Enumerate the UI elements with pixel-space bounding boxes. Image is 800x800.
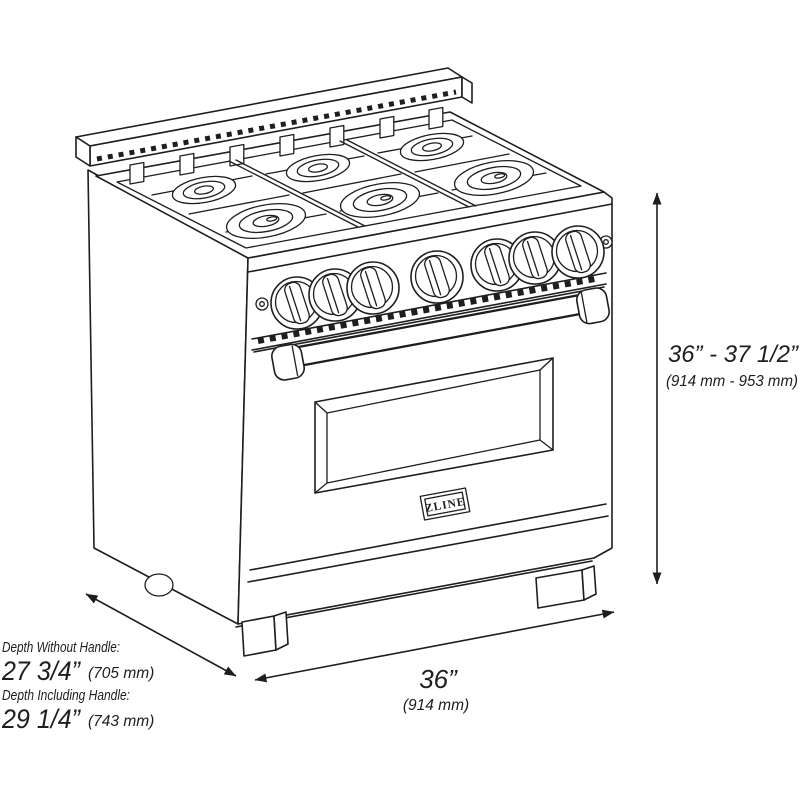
rear-foot (144, 573, 174, 597)
depth-without-handle-label: Depth Without Handle: (2, 640, 120, 656)
width-dimension: 36” (914 mm) (254, 609, 615, 714)
height-metric-value: (914 mm - 953 mm) (666, 373, 798, 390)
handle-endcap-right (575, 287, 610, 325)
depth-without-handle-imperial: 27 3/4” (1, 656, 81, 686)
front-leg-right (535, 565, 597, 609)
height-dimension: 36” - 37 1/2” (914 mm - 953 mm) (652, 192, 799, 585)
grate-post (379, 115, 395, 139)
height-imperial-value: 36” - 37 1/2” (668, 341, 799, 368)
cooktop (95, 106, 605, 259)
oven-window (314, 357, 554, 494)
grate-post (329, 124, 345, 148)
depth-dimension-arrow (85, 593, 237, 677)
depth-dimension: Depth Without Handle: 27 3/4” (705 mm) D… (1, 593, 237, 734)
oven-vent-strip (257, 275, 601, 344)
oven-door: ZLINE (249, 286, 610, 571)
depth-without-handle-metric: (705 mm) (88, 665, 154, 682)
handle-endcap-left (271, 343, 306, 381)
width-imperial-value: 36” (419, 664, 458, 694)
control-knob (346, 261, 400, 315)
width-metric-value: (914 mm) (403, 697, 469, 714)
grate-dividers (228, 139, 477, 228)
depth-including-handle-label: Depth Including Handle: (2, 688, 130, 704)
grate-post (179, 152, 195, 176)
depth-including-handle-metric: (743 mm) (88, 713, 154, 730)
control-panel (247, 203, 613, 351)
control-knob (551, 225, 605, 279)
backguard-rail (75, 67, 473, 167)
control-knob (410, 250, 464, 304)
oven-handle (271, 287, 610, 381)
range-illustration: ZLINE (75, 67, 613, 657)
zline-badge: ZLINE (419, 487, 471, 521)
grate-post (428, 106, 444, 130)
width-dimension-arrow (254, 609, 615, 683)
grate-post (129, 161, 145, 185)
grate-post (279, 133, 295, 157)
depth-including-handle-imperial: 29 1/4” (1, 704, 81, 734)
cooktop-surface (95, 111, 605, 259)
